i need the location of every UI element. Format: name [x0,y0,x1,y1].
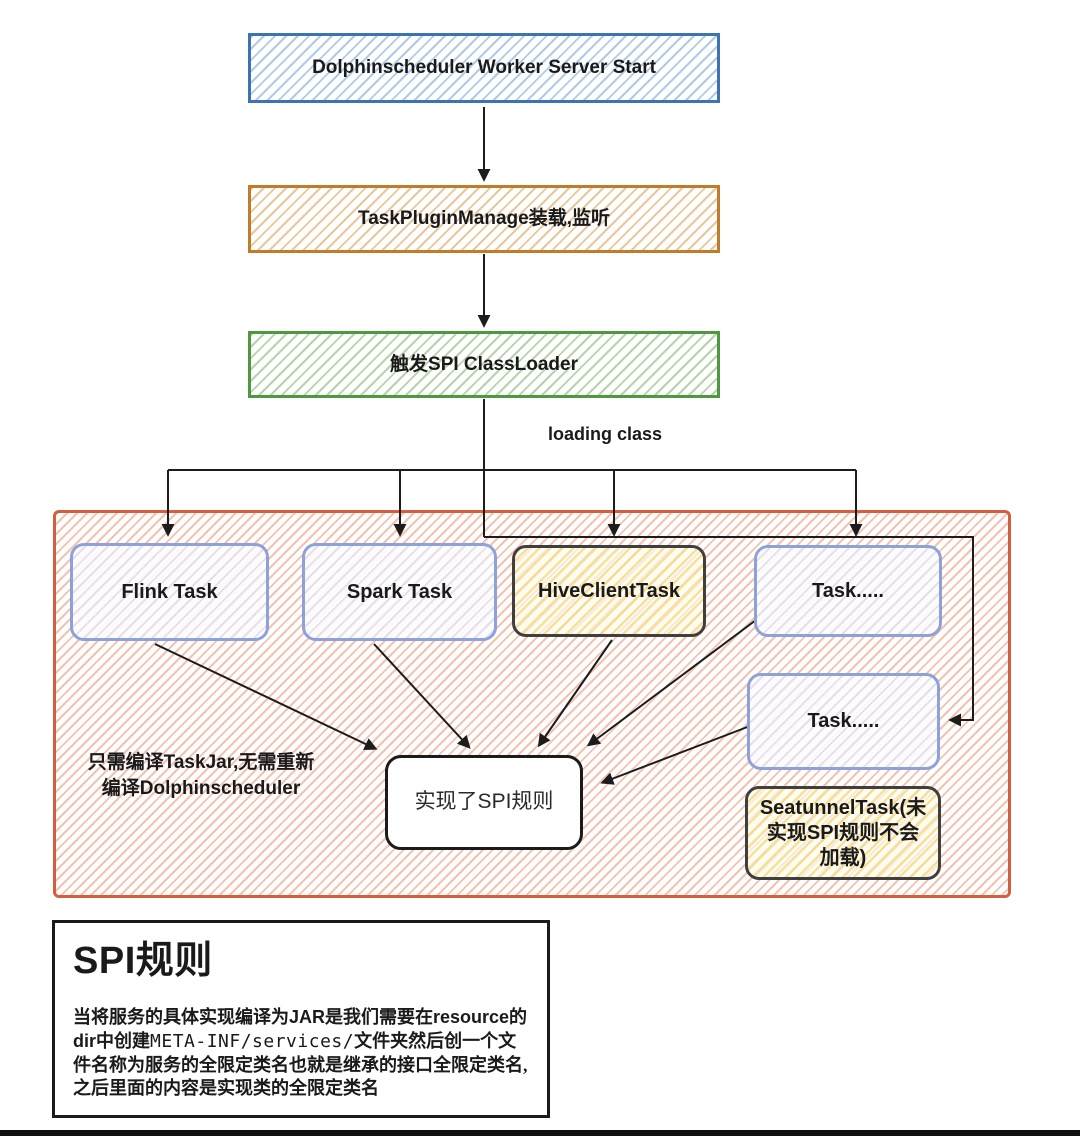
node-task-more-1-label: Task..... [812,579,884,602]
arrow-flink-to-spiimpl [154,643,378,750]
node-spi-classloader-label: 触发SPI ClassLoader [390,353,578,375]
spi-rule-panel: SPI规则 当将服务的具体实现编译为JAR是我们需要在resource的dir中… [52,920,550,1118]
spi-rule-body-mono: META-INF/services/ [150,1030,355,1052]
node-task-plugin-manage: TaskPluginManage装载,监听 [248,185,720,253]
node-spark-task: Spark Task [302,543,497,641]
arrow-taskmore1-to-spiimpl [586,619,757,747]
node-task-more-2: Task..... [747,673,940,770]
node-task-more-2-label: Task..... [807,710,880,732]
compile-note-line1: 只需编译TaskJar,无需重新 [87,752,315,773]
arrow-elbow-to-taskmore2 [484,536,974,727]
node-seatunnel-task-label: SeatunnelTask(未实现SPI规则不会加载) [759,796,927,869]
node-task-plugin-manage-label: TaskPluginManage装载,监听 [358,208,610,230]
spi-rule-title: SPI规则 [73,940,213,982]
node-worker-server-start-label: Dolphinscheduler Worker Server Start [312,57,656,79]
node-spark-task-label: Spark Task [346,580,453,603]
arrow-hive-to-spiimpl [537,639,613,748]
spi-rule-body-sans: 当将服务的具体实现编译为JAR是我们需要在resource的dir中创建 [73,1007,528,1051]
compile-note: 只需编译TaskJar,无需重新 编译Dolphinscheduler [70,750,332,801]
bottom-divider-bar [0,1130,1080,1136]
spi-rule-body: 当将服务的具体实现编译为JAR是我们需要在resource的dir中创建META… [73,1006,529,1101]
node-hive-client-task-label: HiveClientTask [538,579,680,602]
node-spi-implemented-label: 实现了SPI规则 [414,790,554,814]
compile-note-line2: 编译Dolphinscheduler [101,777,301,799]
arrow-taskmore2-to-spiimpl [600,725,751,785]
node-task-more-1: Task..... [754,545,942,637]
node-spi-classloader: 触发SPI ClassLoader [248,331,720,398]
node-worker-server-start: Dolphinscheduler Worker Server Start [248,33,720,103]
node-seatunnel-task: SeatunnelTask(未实现SPI规则不会加载) [745,786,941,880]
node-flink-task-label: Flink Task [121,580,218,603]
node-spi-implemented: 实现了SPI规则 [385,755,583,850]
node-hive-client-task: HiveClientTask [512,545,706,637]
spi-rule-body-serif: 文件夹然后创一个文件名称为服务的全限定类名也就是继承的接口全限定类名,之后里面的… [73,1030,528,1099]
arrow-spark-to-spiimpl [373,643,471,749]
node-flink-task: Flink Task [70,543,269,641]
edge-label-loading-class: loading class [547,424,663,444]
